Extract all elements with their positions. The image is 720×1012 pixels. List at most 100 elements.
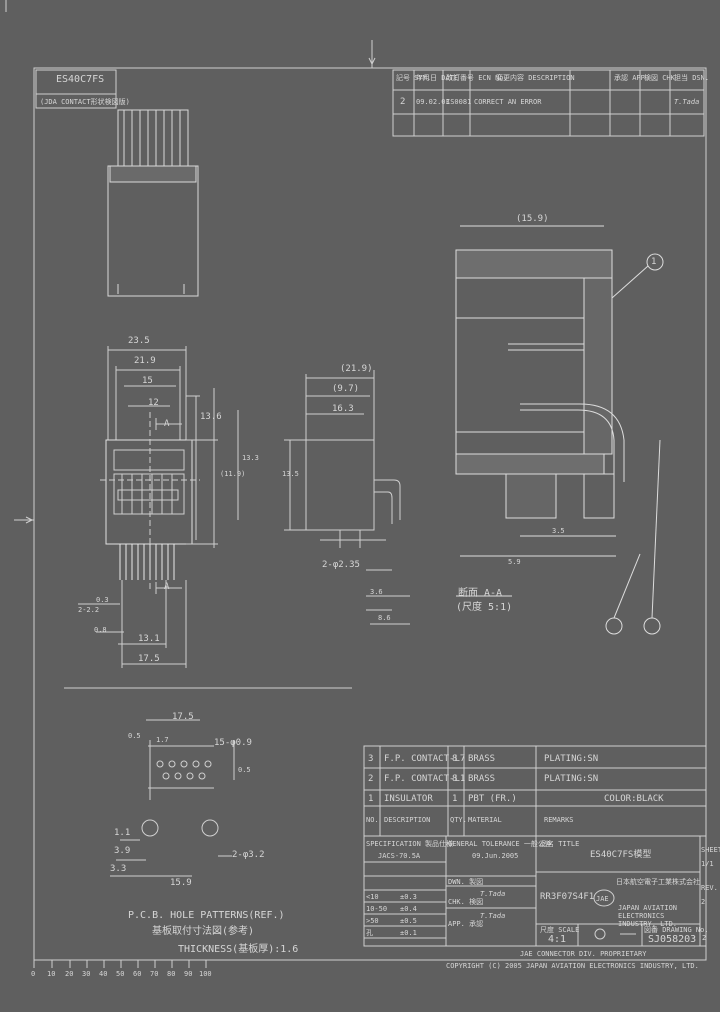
parts-header-desc: DESCRIPTION <box>384 816 431 824</box>
section-dim-1: 3.5 <box>552 527 565 535</box>
drawing-border <box>33 67 707 961</box>
front-bottom-dim-3: 0.8 <box>94 626 107 634</box>
part-number: RR3F07S4F1 <box>540 892 595 902</box>
scale-value: 4:1 <box>548 934 567 945</box>
drawing-no: SJ058203 <box>648 934 697 945</box>
side-dim-3: 16.3 <box>332 404 354 414</box>
drawn-label: DWN. 製図 <box>448 878 484 886</box>
pcb-dim-7: 3.9 <box>114 846 131 856</box>
right-mark-3: REV. <box>701 884 718 892</box>
rev-header-chk: 検図 CHK. <box>644 74 680 82</box>
pcb-title: P.C.B. HOLE PATTERNS(REF.) <box>128 910 285 921</box>
front-dim-2: 21.9 <box>134 356 156 366</box>
title-block <box>363 835 707 947</box>
front-bottom-dim-4: 13.1 <box>138 634 160 644</box>
part-1-no: 1 <box>368 794 374 804</box>
side-dim-4: 13.5 <box>282 470 299 478</box>
part-name-label: 品名 TITLE <box>540 840 580 848</box>
drawing-tag-note: (JDA CONTACT形状検図版) <box>40 98 130 106</box>
section-scale: (尺度 5:1) <box>456 602 513 613</box>
ruler-20: 20 <box>65 970 74 978</box>
part-3-material: BRASS <box>468 754 496 764</box>
parts-header-qty: QTY. <box>450 816 467 824</box>
rev-header-date: 年月日 DATE <box>416 74 459 82</box>
section-title: 断面 A-A <box>458 588 503 599</box>
front-bottom-dim-5: 17.5 <box>138 654 160 664</box>
front-dim-4: 12 <box>148 398 159 408</box>
revision-table <box>392 69 705 137</box>
parts-header-remarks: REMARKS <box>544 816 574 824</box>
section-width-dim: (15.9) <box>516 214 549 224</box>
ruler-40: 40 <box>99 970 108 978</box>
tol-value-1: ±0.3 <box>400 893 417 901</box>
ruler-90: 90 <box>184 970 193 978</box>
callout-bubble-1 <box>646 253 664 271</box>
section-mark-top: A <box>164 419 170 429</box>
part-2-qty: 8 <box>452 774 458 784</box>
pcb-dim-8: 3.3 <box>110 864 127 874</box>
parts-header-material: MATERIAL <box>468 816 502 824</box>
part-2-material: BRASS <box>468 774 496 784</box>
tol-range-1: <10 <box>366 893 379 901</box>
pcb-dim-3: 1.7 <box>156 736 169 744</box>
pcb-dim-2: 0.5 <box>128 732 141 740</box>
checked-label: CHK. 検図 <box>448 898 484 906</box>
pcb-title-jp: 基板取付寸法図(参考) <box>152 926 255 937</box>
side-view <box>284 370 410 625</box>
part-3-name: F.P. CONTACT-L7 <box>384 754 466 764</box>
right-mark-2: 1/1 <box>701 860 714 868</box>
tol-range-3: >50 <box>366 917 379 925</box>
spec-label: SPECIFICATION 製品仕様 <box>366 840 454 848</box>
pcb-dim-9: 2-φ3.2 <box>232 850 265 860</box>
footer-line-1: JAE CONNECTOR DIV. PROPRIETARY <box>520 950 647 958</box>
part-3-finish: PLATING:SN <box>544 754 599 764</box>
parts-list-table <box>363 745 707 837</box>
ruler-50: 50 <box>116 970 125 978</box>
general-tol: GENERAL TOLERANCE 一般公差 <box>448 840 552 848</box>
rev-date: 09.02.03 <box>416 98 450 106</box>
part-name: ES40C7FS模型 <box>590 850 652 860</box>
company-en: JAPAN AVIATION ELECTRONICS INDUSTRY, LTD… <box>618 904 678 928</box>
ruler-70: 70 <box>150 970 159 978</box>
side-bottom-dim-2: 3.6 <box>370 588 383 596</box>
sheet-rev: 2 <box>702 934 707 942</box>
front-bottom-dim-1: 0.3 <box>96 596 109 604</box>
jae-logo-text: JAE <box>596 895 609 903</box>
pcb-dim-5: 0.5 <box>238 766 251 774</box>
front-dim-3: 15 <box>142 376 153 386</box>
drawing-no-label: 図番 DRAWING No. <box>644 926 709 934</box>
part-1-finish: COLOR:BLACK <box>604 794 664 804</box>
part-2-name: F.P. CONTACT-L1 <box>384 774 466 784</box>
pcb-dim-6: 1.1 <box>114 828 131 838</box>
footer-line-2: COPYRIGHT (C) 2005 JAPAN AVIATION ELECTR… <box>446 962 699 970</box>
section-dim-2: 5.9 <box>508 558 521 566</box>
designer-date: 09.Jun.2005 <box>472 852 519 860</box>
pcb-dim-4: 15-φ0.9 <box>214 738 252 748</box>
spec-value: JACS-70.5A <box>378 852 421 860</box>
front-dim-7: 13.3 <box>242 454 259 462</box>
right-mark-1: SHEET <box>701 846 720 854</box>
ruler-100: 100 <box>199 970 212 978</box>
part-3-qty: 8 <box>452 754 458 764</box>
ruler-30: 30 <box>82 970 91 978</box>
side-bottom-dim-1: 2-φ2.35 <box>322 560 360 570</box>
tol-value-2: ±0.4 <box>400 905 417 913</box>
drawing-tag: ES40C7FS <box>56 74 105 85</box>
tol-value-3: ±0.5 <box>400 917 417 925</box>
tol-range-4: 孔 <box>366 929 373 937</box>
right-mark-4: 2 <box>701 898 706 906</box>
signature-2: T.Tada <box>480 912 506 920</box>
pcb-thickness: THICKNESS(基板厚):1.6 <box>178 944 299 955</box>
section-view <box>455 225 664 635</box>
pcb-hole-pattern <box>110 719 235 877</box>
side-dim-1: (21.9) <box>340 364 373 374</box>
section-callout: 1 <box>651 257 657 267</box>
part-1-name: INSULATOR <box>384 794 433 804</box>
rev-header-dsn: 担当 DSN. <box>674 74 710 82</box>
side-dim-2: (9.7) <box>332 384 360 394</box>
tol-range-2: 10-50 <box>366 905 388 913</box>
front-view <box>78 346 239 668</box>
rev-sym: 2 <box>400 97 406 107</box>
ruler-0: 0 <box>31 970 36 978</box>
part-2-finish: PLATING:SN <box>544 774 599 784</box>
